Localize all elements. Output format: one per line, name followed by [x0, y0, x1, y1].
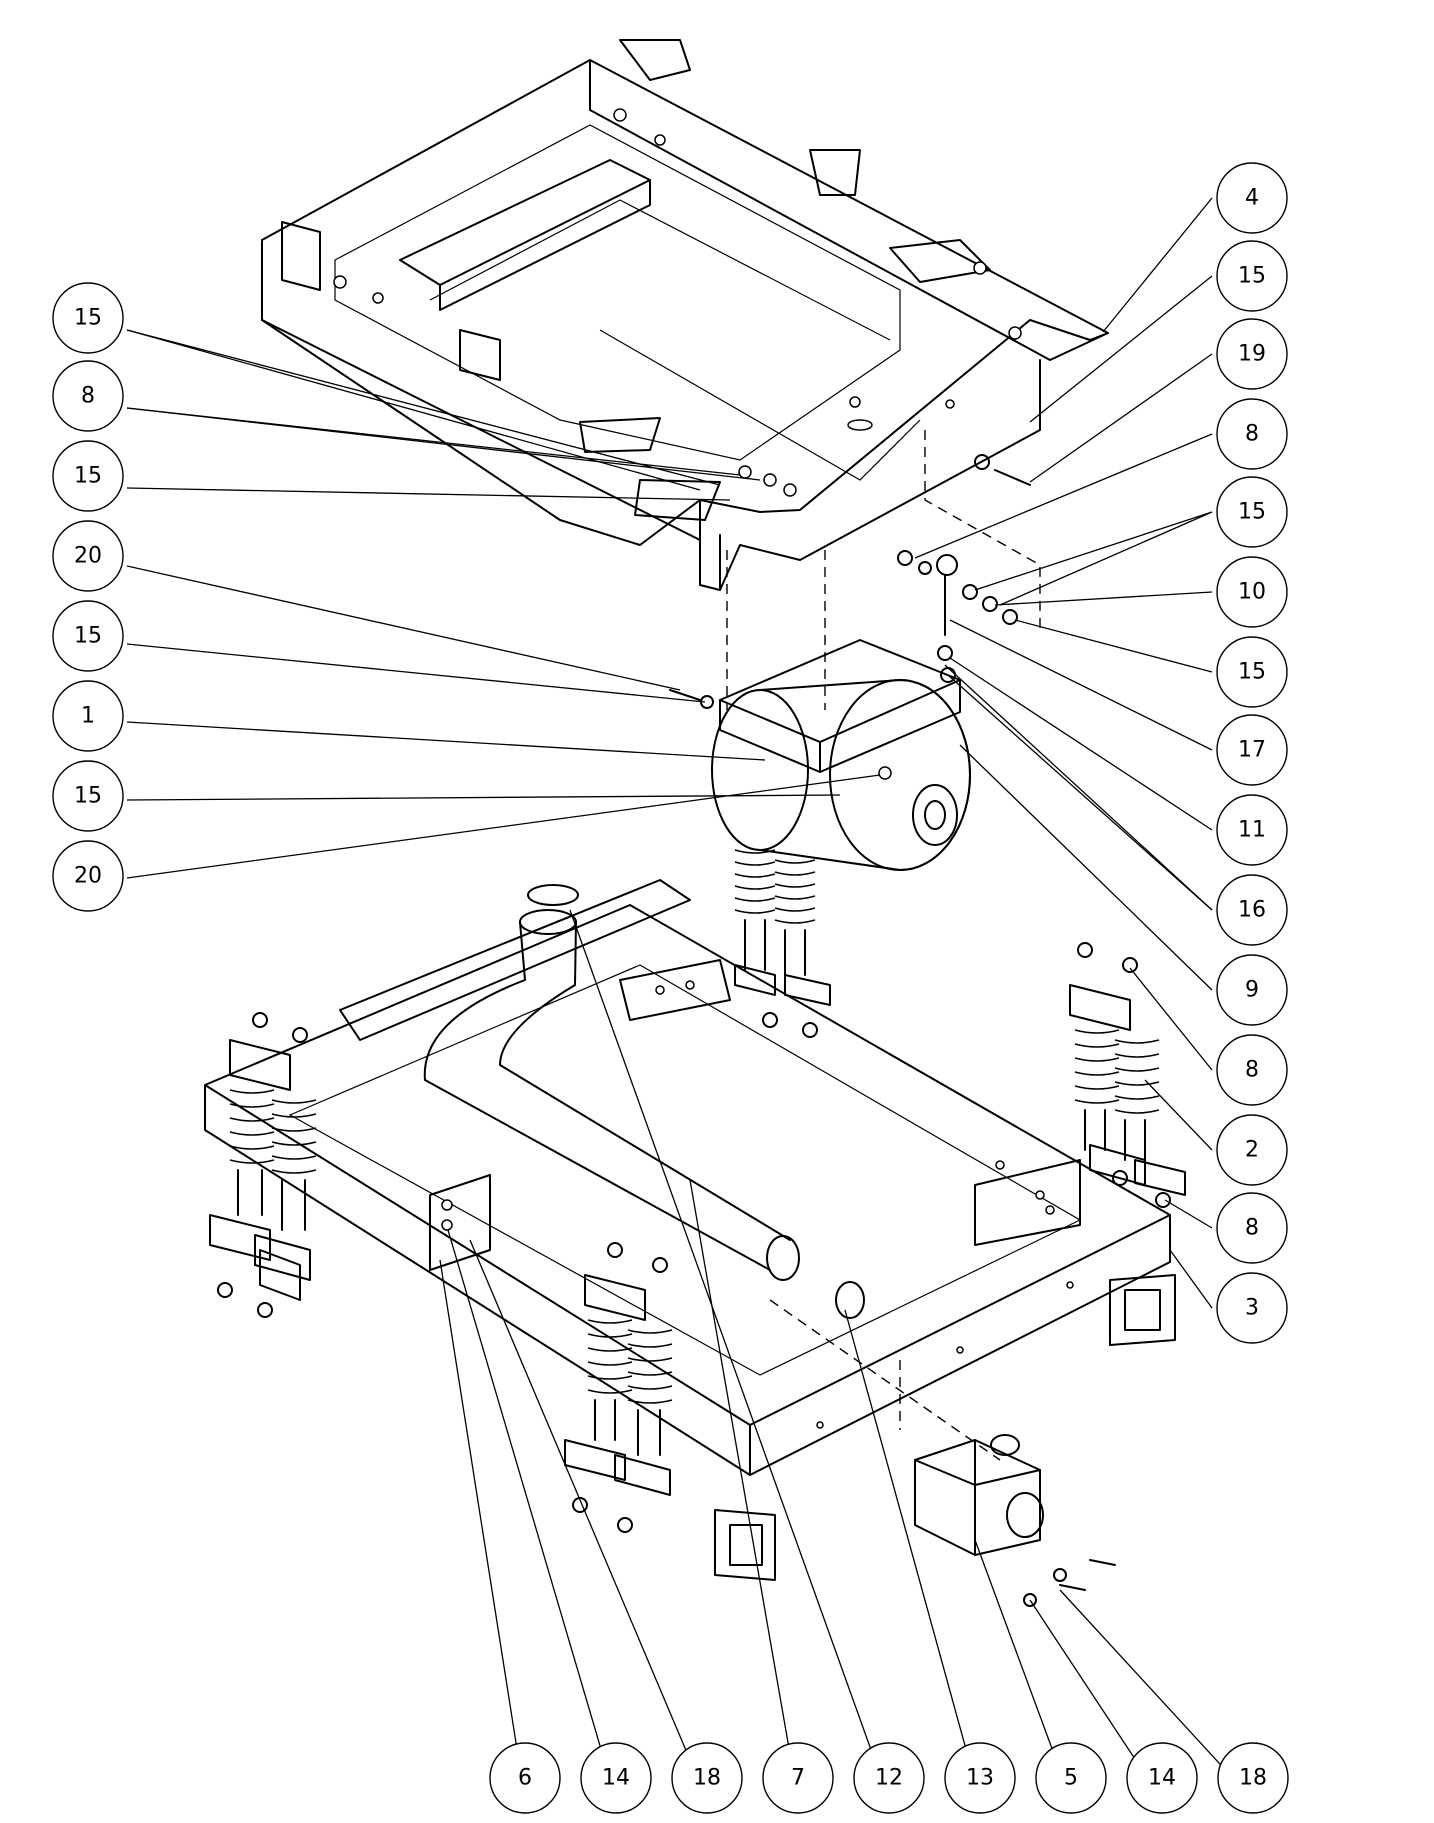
top-frame: [261, 39, 1109, 591]
balloon: 3: [1216, 1272, 1288, 1344]
balloon-label: 8: [1245, 1216, 1259, 1241]
balloon: 15: [52, 600, 124, 672]
balloon-label: 15: [1238, 660, 1266, 685]
balloon-label: 14: [1148, 1766, 1176, 1791]
balloon-label: 20: [74, 864, 102, 889]
balloon-label: 16: [1238, 898, 1266, 923]
balloon-label: 15: [1238, 500, 1266, 525]
balloon-label: 10: [1238, 580, 1266, 605]
balloon: 15: [52, 282, 124, 354]
balloon: 15: [52, 440, 124, 512]
balloon: 12: [853, 1742, 925, 1814]
balloon-label: 12: [875, 1766, 903, 1791]
balloon: 18: [671, 1742, 743, 1814]
balloon-label: 15: [74, 306, 102, 331]
balloon: 16: [1216, 874, 1288, 946]
balloon: 8: [1216, 398, 1288, 470]
balloon: 10: [1216, 556, 1288, 628]
balloon-label: 1: [81, 704, 95, 729]
balloon: 8: [1216, 1192, 1288, 1264]
assembly-lines: [726, 430, 1041, 1461]
balloon-label: 3: [1245, 1296, 1259, 1321]
balloon-label: 9: [1245, 978, 1259, 1003]
balloon: 20: [52, 520, 124, 592]
balloon-label: 5: [1064, 1766, 1078, 1791]
balloon-label: 19: [1238, 342, 1266, 367]
balloon: 17: [1216, 714, 1288, 786]
balloon-label: 17: [1238, 738, 1266, 763]
balloon: 6: [489, 1742, 561, 1814]
balloon: 18: [1217, 1742, 1289, 1814]
balloon-label: 15: [1238, 264, 1266, 289]
balloon: 15: [1216, 240, 1288, 312]
balloon: 11: [1216, 794, 1288, 866]
balloon-label: 15: [74, 624, 102, 649]
balloon: 15: [1216, 476, 1288, 548]
junction-box: [914, 1434, 1116, 1607]
balloon: 20: [52, 840, 124, 912]
balloon-label: 18: [693, 1766, 721, 1791]
balloon: 7: [762, 1742, 834, 1814]
bottom-frame: [204, 879, 1176, 1581]
balloon: 1: [52, 680, 124, 752]
balloon: 15: [1216, 636, 1288, 708]
balloon: 2: [1216, 1114, 1288, 1186]
balloon-label: 8: [1245, 1058, 1259, 1083]
balloon-label: 7: [791, 1766, 805, 1791]
leader-lines: [126, 197, 1254, 1801]
balloon: 4: [1216, 162, 1288, 234]
balloon: 8: [1216, 1034, 1288, 1106]
balloon-label: 2: [1245, 1138, 1259, 1163]
balloon: 8: [52, 360, 124, 432]
balloon: 14: [580, 1742, 652, 1814]
balloon-label: 15: [74, 464, 102, 489]
balloon-label: 11: [1238, 818, 1266, 843]
balloon: 15: [52, 760, 124, 832]
balloon: 19: [1216, 318, 1288, 390]
motor-unit: [711, 639, 971, 1038]
spring-assemblies: [209, 942, 1186, 1533]
balloon: 13: [944, 1742, 1016, 1814]
balloon-label: 6: [518, 1766, 532, 1791]
balloon: 5: [1035, 1742, 1107, 1814]
balloon-label: 15: [74, 784, 102, 809]
pipe-assembly: [423, 884, 865, 1319]
balloon-label: 14: [602, 1766, 630, 1791]
balloon: 9: [1216, 954, 1288, 1026]
balloon-label: 18: [1239, 1766, 1267, 1791]
balloon-label: 13: [966, 1766, 994, 1791]
balloon-label: 20: [74, 544, 102, 569]
balloon-label: 8: [81, 384, 95, 409]
balloon-label: 8: [1245, 422, 1259, 447]
balloon-label: 4: [1245, 186, 1259, 211]
balloon: 14: [1126, 1742, 1198, 1814]
